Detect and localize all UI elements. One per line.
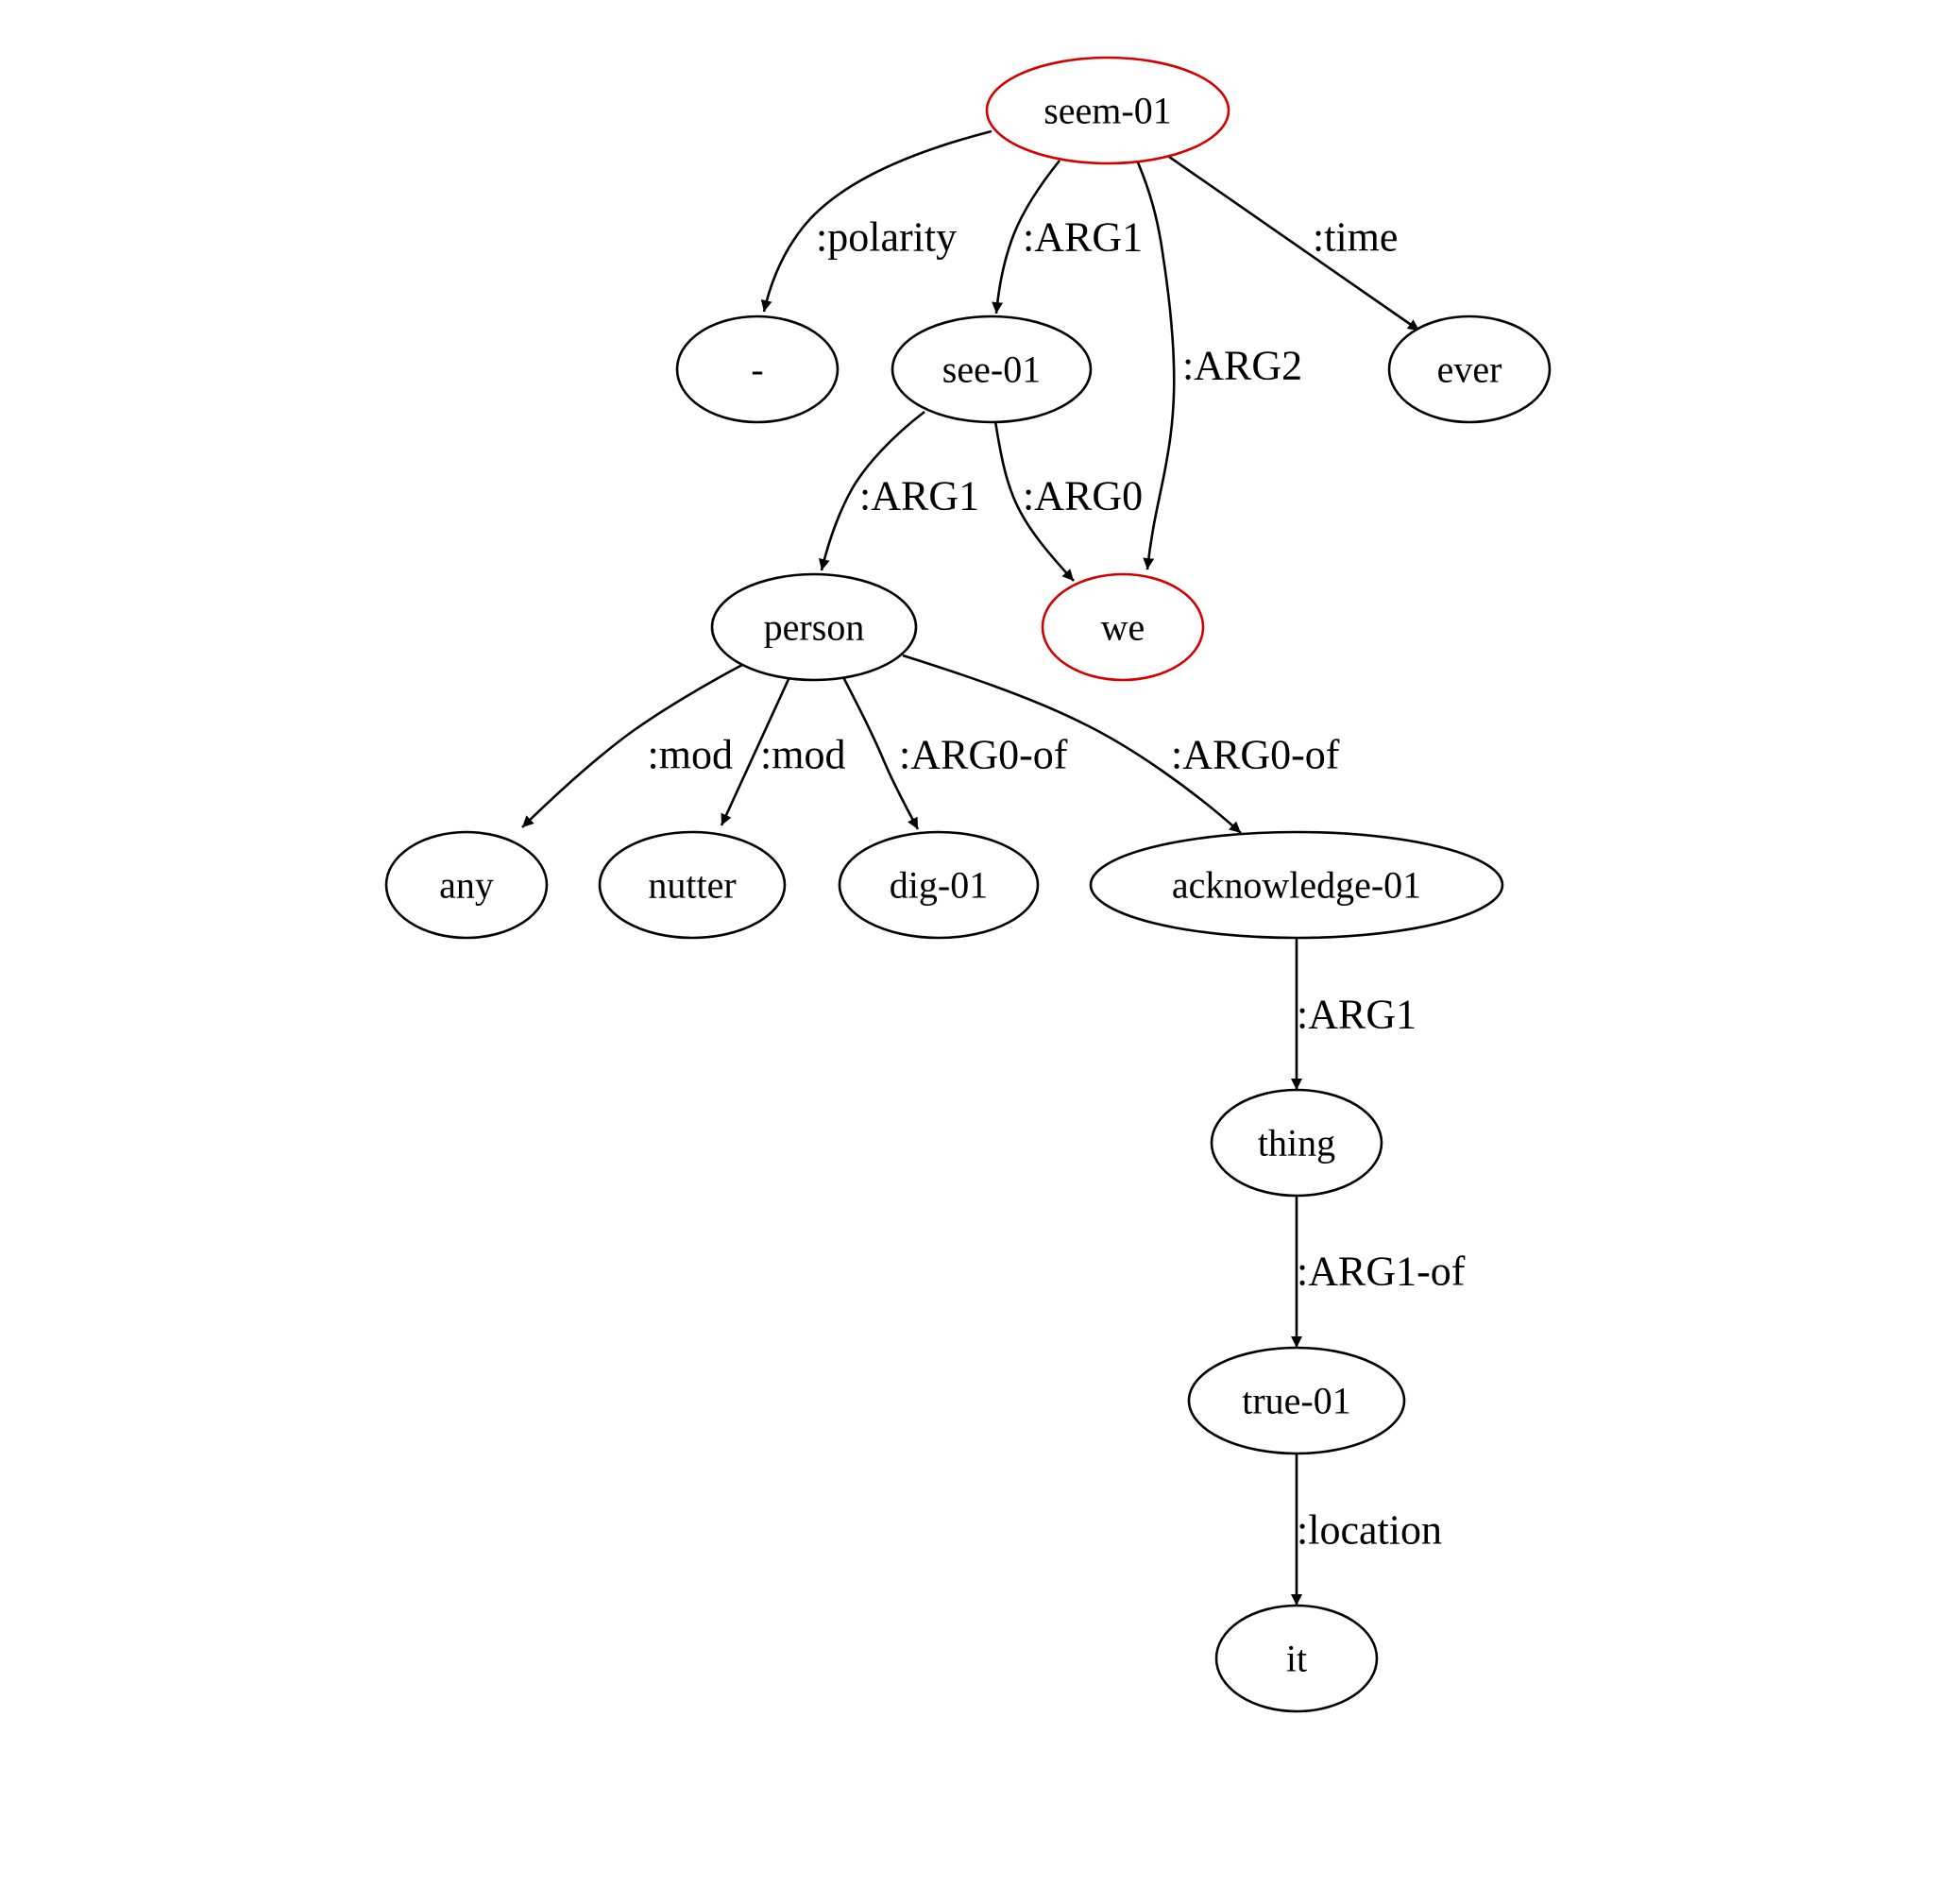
node-we: we bbox=[1041, 572, 1205, 682]
edge-label: :location bbox=[1297, 1507, 1442, 1554]
edge-seem-see: :ARG1 bbox=[992, 160, 1143, 314]
edge-label: :ARG0-of bbox=[1171, 732, 1340, 778]
node-neg: - bbox=[675, 314, 840, 424]
edge-arrow bbox=[760, 129, 992, 313]
node-thing: thing bbox=[1210, 1088, 1383, 1198]
node-label: seem-01 bbox=[1043, 90, 1172, 132]
edge-arrow bbox=[993, 420, 1075, 582]
node-it: it bbox=[1214, 1604, 1379, 1713]
node-ellipse bbox=[675, 314, 840, 424]
node-label: we bbox=[1101, 606, 1145, 649]
edge-arrow bbox=[992, 160, 1061, 314]
edge-label: :ARG1 bbox=[1297, 992, 1417, 1038]
node-see: see-01 bbox=[891, 314, 1093, 424]
node-ellipse bbox=[1187, 1346, 1406, 1455]
node-ellipse bbox=[384, 830, 549, 940]
edge-arrow bbox=[1168, 155, 1420, 332]
node-label: - bbox=[751, 348, 763, 391]
edge-label: :mod bbox=[760, 732, 845, 778]
edge-label: :mod bbox=[648, 732, 733, 778]
node-label: ever bbox=[1437, 348, 1502, 391]
node-ellipse bbox=[710, 572, 918, 682]
node-label: any bbox=[439, 864, 494, 907]
node-ellipse bbox=[1387, 314, 1552, 424]
edge-label: :ARG1 bbox=[1023, 214, 1143, 261]
edge-label: :ARG0-of bbox=[899, 732, 1068, 778]
nodes-layer: seem-01 - see-01 ever person we any nutter dig-0… bbox=[384, 56, 1552, 1713]
node-ellipse bbox=[985, 56, 1230, 165]
node-label: dig-01 bbox=[890, 864, 988, 907]
node-label: person bbox=[764, 606, 865, 649]
node-ellipse bbox=[1214, 1604, 1379, 1713]
edge-seem-we: :ARG2 bbox=[1136, 162, 1302, 570]
edge-ack-thing: :ARG1 bbox=[1291, 938, 1417, 1090]
edge-label: :ARG2 bbox=[1182, 343, 1302, 389]
edge-see-we: :ARG0 bbox=[993, 420, 1143, 582]
node-label: thing bbox=[1258, 1122, 1335, 1164]
node-label: nutter bbox=[648, 864, 736, 907]
node-label: see-01 bbox=[942, 348, 1041, 391]
edge-seem-ever: :time bbox=[1168, 155, 1420, 332]
edge-arrow bbox=[1136, 162, 1176, 570]
node-ellipse bbox=[838, 830, 1040, 940]
edge-label: :polarity bbox=[816, 214, 957, 261]
node-nutter: nutter bbox=[598, 830, 787, 940]
node-ellipse bbox=[891, 314, 1093, 424]
node-ellipse bbox=[1089, 830, 1504, 940]
edge-arrow bbox=[841, 676, 920, 830]
node-ever: ever bbox=[1387, 314, 1552, 424]
edge-arrow bbox=[720, 676, 791, 826]
edge-label: :ARG1 bbox=[859, 473, 979, 519]
node-ellipse bbox=[1041, 572, 1205, 682]
node-label: acknowledge-01 bbox=[1172, 864, 1421, 907]
edge-person-nutter: :mod bbox=[720, 676, 845, 826]
node-true: true-01 bbox=[1187, 1346, 1406, 1455]
edge-person-dig: :ARG0-of bbox=[841, 676, 1068, 830]
edge-person-ack: :ARG0-of bbox=[902, 654, 1340, 834]
node-ellipse bbox=[1210, 1088, 1383, 1198]
edge-arrow bbox=[902, 654, 1242, 834]
edge-label: :ARG0 bbox=[1023, 473, 1143, 519]
edges-layer: :polarity :ARG1 :ARG2 :time :ARG1 :ARG0 :mod :m… bbox=[521, 129, 1466, 1606]
edge-label: :ARG1-of bbox=[1297, 1249, 1466, 1295]
edge-seem-neg: :polarity bbox=[760, 129, 992, 313]
node-label: it bbox=[1286, 1638, 1307, 1680]
node-seem: seem-01 bbox=[985, 56, 1230, 165]
node-ack: acknowledge-01 bbox=[1089, 830, 1504, 940]
node-person: person bbox=[710, 572, 918, 682]
edge-true-it: :location bbox=[1291, 1454, 1442, 1606]
edge-arrow bbox=[818, 410, 925, 571]
edge-see-person: :ARG1 bbox=[818, 410, 979, 571]
edge-person-any: :mod bbox=[521, 663, 743, 828]
edge-thing-true: :ARG1-of bbox=[1291, 1196, 1466, 1348]
edge-arrow bbox=[521, 663, 743, 828]
node-dig: dig-01 bbox=[838, 830, 1040, 940]
node-ellipse bbox=[598, 830, 787, 940]
node-label: true-01 bbox=[1242, 1380, 1351, 1422]
edge-label: :time bbox=[1313, 214, 1398, 261]
node-any: any bbox=[384, 830, 549, 940]
